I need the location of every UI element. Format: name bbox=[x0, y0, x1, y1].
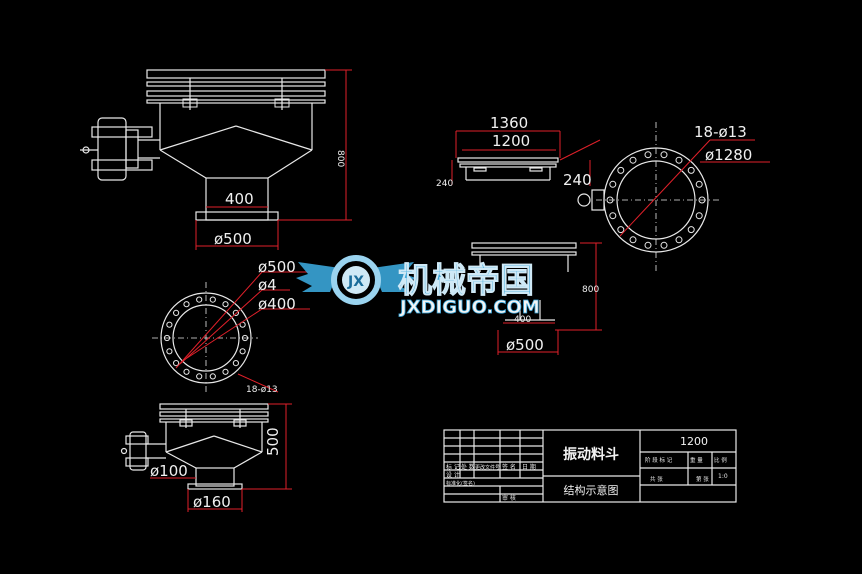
tb-sheet-no: 第 张 bbox=[696, 475, 709, 483]
view-flange-plan-large: 18-ø13 ø1280 bbox=[577, 122, 770, 274]
bolt-hole bbox=[675, 156, 683, 164]
title-block: 标 记 处 数 更改文件号 签 名 日 期 设 计 标准化(签名) 审 核 振动… bbox=[443, 429, 737, 503]
bolt-hole bbox=[166, 348, 173, 355]
watermark-jxdiguo: JX 机械帝国 JXDIGUO.COM bbox=[296, 255, 540, 318]
bolt-hole bbox=[609, 212, 617, 220]
bolt-hole bbox=[222, 301, 229, 308]
dim-dia-400: ø400 bbox=[258, 295, 296, 313]
bolt-hole bbox=[644, 241, 652, 249]
tb-change-doc: 更改文件号 bbox=[475, 464, 500, 471]
dim-240-left: 240 bbox=[436, 179, 453, 189]
tb-drawing-subtitle: 结构示意图 bbox=[564, 483, 619, 497]
motor-lug-icon bbox=[577, 189, 605, 211]
dim-dia-500-b: ø500 bbox=[258, 258, 296, 276]
bolt-hole bbox=[687, 226, 695, 234]
tb-standard: 标准化(签名) bbox=[446, 480, 475, 487]
dim-1200: 1200 bbox=[492, 132, 530, 150]
dim-400-b: 400 bbox=[514, 315, 531, 325]
dim-800-height: 800 bbox=[335, 150, 345, 167]
bolt-hole bbox=[241, 334, 249, 342]
bolt-hole bbox=[629, 156, 637, 164]
tb-stage-mark: 阶 段 标 记 bbox=[645, 456, 673, 464]
tb-review: 审 核 bbox=[502, 494, 516, 502]
bolt-hole bbox=[695, 212, 703, 220]
dim-18-holes: 18-ø13 bbox=[694, 123, 747, 141]
dim-dia-500: ø500 bbox=[214, 230, 252, 248]
dim-dia-160: ø160 bbox=[193, 493, 231, 511]
tb-drawing-name: 振动料斗 bbox=[563, 446, 619, 463]
dim-18-holes-b: 18-ø13 bbox=[246, 385, 278, 395]
bolt-hole bbox=[617, 226, 625, 234]
dim-800-b: 800 bbox=[582, 285, 599, 295]
tb-sign: 签 名 bbox=[502, 463, 516, 471]
view-flange-plan-small: ø500 ø4 ø400 18-ø13 bbox=[152, 258, 310, 395]
bolt-hole bbox=[660, 241, 668, 249]
bolt-hole bbox=[222, 368, 229, 375]
watermark-title: 机械帝国 bbox=[398, 261, 534, 301]
tb-scale-value: 1:0 bbox=[718, 473, 728, 480]
dim-dia-4: ø4 bbox=[258, 276, 277, 294]
bolt-hole bbox=[617, 166, 625, 174]
watermark-emblem-icon: JX bbox=[296, 255, 416, 305]
flange-holes-large bbox=[606, 151, 706, 249]
bolt-hole bbox=[183, 368, 190, 375]
dim-400: 400 bbox=[225, 190, 254, 208]
view-hopper-elevation-small: ø100 ø160 500 bbox=[120, 403, 292, 512]
view-hopper-elevation-large: 400 ø500 800 bbox=[80, 69, 352, 250]
tb-scale-label: 比 例 bbox=[714, 456, 727, 464]
bolt-hole bbox=[232, 360, 239, 367]
bolt-hole bbox=[606, 196, 614, 204]
vibration-motor-small-icon bbox=[120, 431, 166, 471]
tb-count: 处 数 bbox=[461, 463, 475, 471]
dim-500-height: 500 bbox=[264, 427, 282, 456]
bolt-hole bbox=[629, 236, 637, 244]
bolt-hole bbox=[196, 296, 203, 303]
bolt-hole bbox=[675, 236, 683, 244]
tb-date: 日 期 bbox=[522, 463, 536, 471]
bolt-hole bbox=[644, 151, 652, 159]
tb-weight: 重 量 bbox=[690, 456, 703, 464]
bolt-left-icon bbox=[182, 78, 198, 110]
bolt-hole bbox=[196, 373, 203, 380]
bolt-hole bbox=[163, 334, 171, 342]
flange-holes-small bbox=[163, 296, 249, 380]
bolt-hole bbox=[183, 301, 190, 308]
bolt-hole bbox=[209, 373, 216, 380]
dim-dia-500-c: ø500 bbox=[506, 336, 544, 354]
watermark-site: JXDIGUO.COM bbox=[398, 297, 540, 318]
bolt-hole bbox=[166, 321, 173, 328]
bolt-right-icon bbox=[274, 78, 290, 110]
tb-mark: 标 记 bbox=[446, 463, 460, 471]
watermark-emblem-text: JX bbox=[347, 274, 364, 290]
dim-240-right: 240 bbox=[563, 171, 592, 189]
bolt-hole bbox=[660, 151, 668, 159]
tb-design: 设 计 bbox=[446, 471, 460, 479]
tb-spec: 1200 bbox=[680, 435, 708, 448]
dim-dia-100: ø100 bbox=[150, 462, 188, 480]
bolt-hole bbox=[687, 166, 695, 174]
bolt-hole bbox=[173, 360, 180, 367]
view-hopper-elevation-middle: 800 400 ø500 bbox=[471, 242, 602, 355]
bolt-hole bbox=[173, 309, 180, 316]
view-hopper-side-small: 1360 1200 240 240 bbox=[436, 114, 601, 189]
bolt-hole bbox=[695, 180, 703, 188]
vibration-motor-icon bbox=[80, 117, 160, 181]
bolt-hole bbox=[609, 180, 617, 188]
dim-dia-1280: ø1280 bbox=[705, 146, 752, 164]
bolt-hole bbox=[232, 309, 239, 316]
tb-sheets-total: 共 张 bbox=[650, 475, 663, 483]
bolt-hole bbox=[698, 196, 706, 204]
bolt-hole bbox=[239, 348, 246, 355]
bolt-hole bbox=[209, 296, 216, 303]
dim-1360: 1360 bbox=[490, 114, 528, 132]
